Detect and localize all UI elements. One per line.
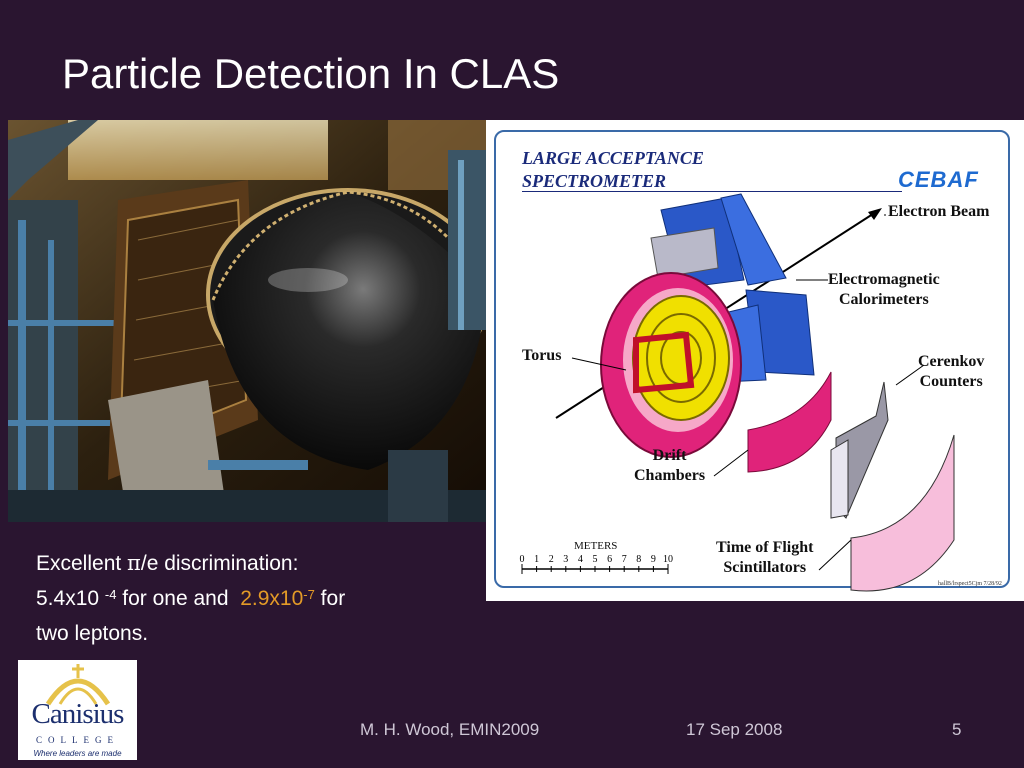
label-cerenkov-line2: Counters — [919, 373, 983, 390]
body-line2-end: for — [314, 587, 346, 610]
label-cerenkov-line1: Cerenkov — [918, 353, 985, 370]
body-line1-end: /e discrimination: — [140, 552, 299, 575]
scale-tick-0: 0 — [520, 554, 525, 565]
label-cerenkov-counters: Cerenkov Counters — [918, 352, 984, 392]
logo-name: Canisius — [31, 698, 125, 730]
label-tof-line2: Scintillators — [723, 559, 807, 576]
label-em-calorimeters-line1: Electromagnetic — [828, 271, 940, 288]
body-line2-value1: 5.4x10 — [36, 587, 105, 610]
diagram-title-line1: LARGE ACCEPTANCE — [522, 148, 704, 168]
body-line2-middle: for one and — [116, 587, 241, 610]
highlight-value: 2.9x10 — [240, 587, 304, 610]
label-torus: Torus — [522, 347, 562, 364]
scale-tick-6: 6 — [607, 554, 612, 565]
body-line2-exponent1: -4 — [104, 587, 117, 602]
diagram-credit: hallB/lrspect5Cjm 7/28/92 — [938, 581, 1002, 587]
canisius-logo: Canisius COLLEGE Where leaders are made — [18, 660, 137, 760]
scale-tick-2: 2 — [549, 554, 554, 565]
body-line-3: two leptons. — [36, 622, 149, 645]
scale-tick-1: 1 — [534, 554, 539, 565]
diagram-title: LARGE ACCEPTANCE SPECTROMETER — [522, 147, 782, 193]
footer-author: M. H. Wood, EMIN2009 — [360, 720, 540, 739]
label-drift-line2: Chambers — [634, 467, 706, 484]
clas-detector-photo — [8, 120, 486, 522]
logo-college: COLLEGE — [36, 735, 119, 745]
scale-label: METERS — [574, 540, 618, 552]
label-drift-chambers: Drift Chambers — [634, 446, 705, 486]
scale-tick-8: 8 — [636, 554, 641, 565]
pi-symbol: π — [127, 551, 141, 575]
scale-tick-9: 9 — [651, 554, 656, 565]
diagram-frame — [494, 130, 1010, 588]
label-time-of-flight: Time of Flight Scintillators — [716, 538, 813, 578]
body-line1-start: Excellent — [36, 552, 128, 575]
scale-tick-5: 5 — [593, 554, 598, 565]
footer-page-number: 5 — [952, 720, 962, 739]
scale-tick-10: 10 — [663, 554, 673, 565]
detector-photo-graphic — [8, 120, 486, 522]
body-line-1: Excellent π/e discrimination: — [36, 546, 476, 581]
discrimination-text: Excellent π/e discrimination: 5.4x10 -4 … — [36, 546, 476, 651]
logo-dome-icon — [45, 664, 111, 706]
highlight-exponent: -7 — [303, 587, 315, 602]
diagram-title-line2: SPECTROMETER — [522, 171, 667, 191]
label-em-calorimeters: Electromagnetic Calorimeters — [828, 270, 940, 310]
label-em-calorimeters-line2: Calorimeters — [838, 291, 929, 308]
label-tof-line1: Time of Flight — [716, 539, 814, 556]
logo-tagline: Where leaders are made — [33, 749, 122, 758]
footer-date: 17 Sep 2008 — [686, 720, 783, 739]
scale-tick-4: 4 — [578, 554, 583, 565]
label-electron-beam: Electron Beam — [888, 203, 990, 220]
spectrometer-diagram: LARGE ACCEPTANCE SPECTROMETER CEBAF — [486, 120, 1024, 601]
cebaf-logo: CEBAF — [898, 167, 979, 192]
slide-title: Particle Detection In CLAS — [62, 50, 560, 97]
spectrometer-graphic: 0 1 2 3 4 5 6 7 8 9 10 — [520, 193, 955, 592]
scale-tick-7: 7 — [622, 554, 627, 565]
scale-tick-3: 3 — [563, 554, 568, 565]
label-drift-line1: Drift — [652, 447, 687, 464]
body-line-2: 5.4x10 -4 for one and 2.9x10-7 for — [36, 581, 476, 616]
diagram-title-rule — [522, 191, 902, 192]
